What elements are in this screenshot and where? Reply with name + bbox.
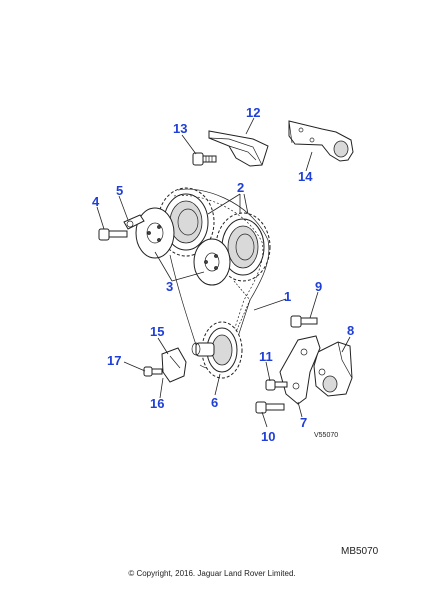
part-hub-right [193, 238, 231, 286]
callout-10: 10 [261, 429, 275, 444]
callout-4: 4 [92, 194, 100, 209]
callout-15: 15 [150, 324, 164, 339]
part-spacer [123, 214, 145, 230]
part-hub-left [135, 207, 175, 259]
part-bolt-9 [290, 315, 318, 328]
callout-5: 5 [116, 183, 123, 198]
callout-8: 8 [347, 323, 354, 338]
part-crank-sprocket [191, 321, 243, 379]
part-bolt-4 [98, 228, 128, 241]
part-tensioner-body [313, 341, 353, 397]
leader-lines [96, 117, 351, 428]
callout-2: 2 [237, 180, 244, 195]
part-bolt-11 [265, 379, 288, 391]
part-bolt-13 [192, 152, 217, 166]
callout-13: 13 [173, 121, 187, 136]
part-slipper [161, 347, 187, 383]
callout-7: 7 [300, 415, 307, 430]
part-tensioner-blade [208, 130, 269, 167]
callout-17: 17 [107, 353, 121, 368]
part-guide-bracket [288, 120, 354, 162]
callout-1: 1 [284, 289, 291, 304]
callout-9: 9 [315, 279, 322, 294]
part-bolt-17 [143, 366, 163, 377]
callout-16: 16 [150, 396, 164, 411]
drawing-reference: V55070 [314, 432, 339, 439]
callout-14: 14 [298, 169, 313, 184]
diagram-code: MB5070 [341, 546, 379, 557]
copyright-notice: © Copyright, 2016. Jaguar Land Rover Lim… [128, 569, 296, 578]
callout-3: 3 [166, 279, 173, 294]
part-bolt-10 [255, 401, 285, 414]
part-bracket [279, 335, 321, 405]
callout-12: 12 [246, 105, 260, 120]
callout-11: 11 [259, 349, 273, 364]
callout-6: 6 [211, 395, 218, 410]
